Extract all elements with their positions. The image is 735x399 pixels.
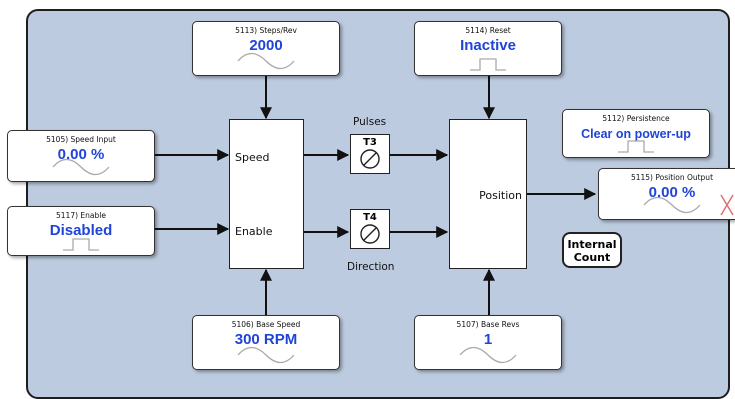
speed-input-param[interactable]: 5105) Speed Input 0.00 %	[7, 130, 155, 182]
position-output-param[interactable]: 5115) Position Output 0.00 %	[598, 168, 735, 220]
speed-port-label: Speed	[235, 151, 270, 164]
base-speed-label: 5106) Base Speed	[231, 320, 301, 329]
base-revs-param[interactable]: 5107) Base Revs 1	[414, 315, 562, 370]
enable-value[interactable]: Disabled	[49, 222, 113, 239]
sine-wave-icon	[52, 158, 110, 176]
direction-label: Direction	[347, 261, 395, 273]
reset-value[interactable]: Inactive	[460, 37, 516, 54]
terminal-t3[interactable]: T3	[350, 134, 390, 174]
base-revs-value[interactable]: 1	[483, 331, 493, 348]
terminal-t4[interactable]: T4	[350, 209, 390, 249]
steps-rev-value[interactable]: 2000	[249, 37, 283, 54]
base-speed-param[interactable]: 5106) Base Speed 300 RPM	[192, 315, 340, 370]
speed-input-value[interactable]: 0.00 %	[57, 146, 105, 163]
sine-wave-icon	[459, 346, 517, 364]
sine-wave-icon	[237, 346, 295, 364]
enable-label: 5117) Enable	[56, 211, 106, 220]
reset-param[interactable]: 5114) Reset Inactive	[414, 21, 562, 76]
base-speed-value[interactable]: 300 RPM	[234, 331, 298, 348]
internal-count-badge: Internal Count	[562, 232, 622, 268]
dial-icon	[360, 224, 380, 244]
dial-icon	[360, 149, 380, 169]
position-port-label: Position	[479, 189, 522, 202]
disconnected-x-icon	[720, 194, 734, 216]
position-output-value[interactable]: 0.00 %	[648, 184, 696, 201]
pulses-label: Pulses	[353, 116, 387, 128]
persistence-param[interactable]: 5112) Persistence Clear on power-up	[562, 109, 710, 158]
position-block[interactable]: Position	[449, 119, 527, 269]
speed-enable-block[interactable]: Speed Enable	[229, 119, 304, 269]
reset-label: 5114) Reset	[465, 26, 511, 35]
sine-wave-icon	[643, 196, 701, 214]
terminal-t4-id: T4	[363, 212, 377, 223]
persistence-label: 5112) Persistence	[602, 114, 670, 123]
switch-icon	[618, 140, 654, 153]
internal-count-line1: Internal	[567, 238, 617, 251]
persistence-value[interactable]: Clear on power-up	[581, 127, 691, 141]
enable-port-label: Enable	[235, 225, 273, 238]
terminal-t3-id: T3	[363, 137, 377, 148]
position-output-label: 5115) Position Output	[630, 173, 714, 182]
internal-count-line2: Count	[573, 251, 611, 264]
base-revs-label: 5107) Base Revs	[456, 320, 520, 329]
steps-rev-param[interactable]: 5113) Steps/Rev 2000	[192, 21, 340, 76]
connection-wires	[155, 76, 597, 315]
switch-icon	[63, 238, 99, 251]
steps-rev-label: 5113) Steps/Rev	[235, 26, 297, 35]
sine-wave-icon	[237, 52, 295, 70]
speed-input-label: 5105) Speed Input	[46, 135, 116, 144]
switch-icon	[470, 58, 506, 71]
enable-param[interactable]: 5117) Enable Disabled	[7, 206, 155, 256]
